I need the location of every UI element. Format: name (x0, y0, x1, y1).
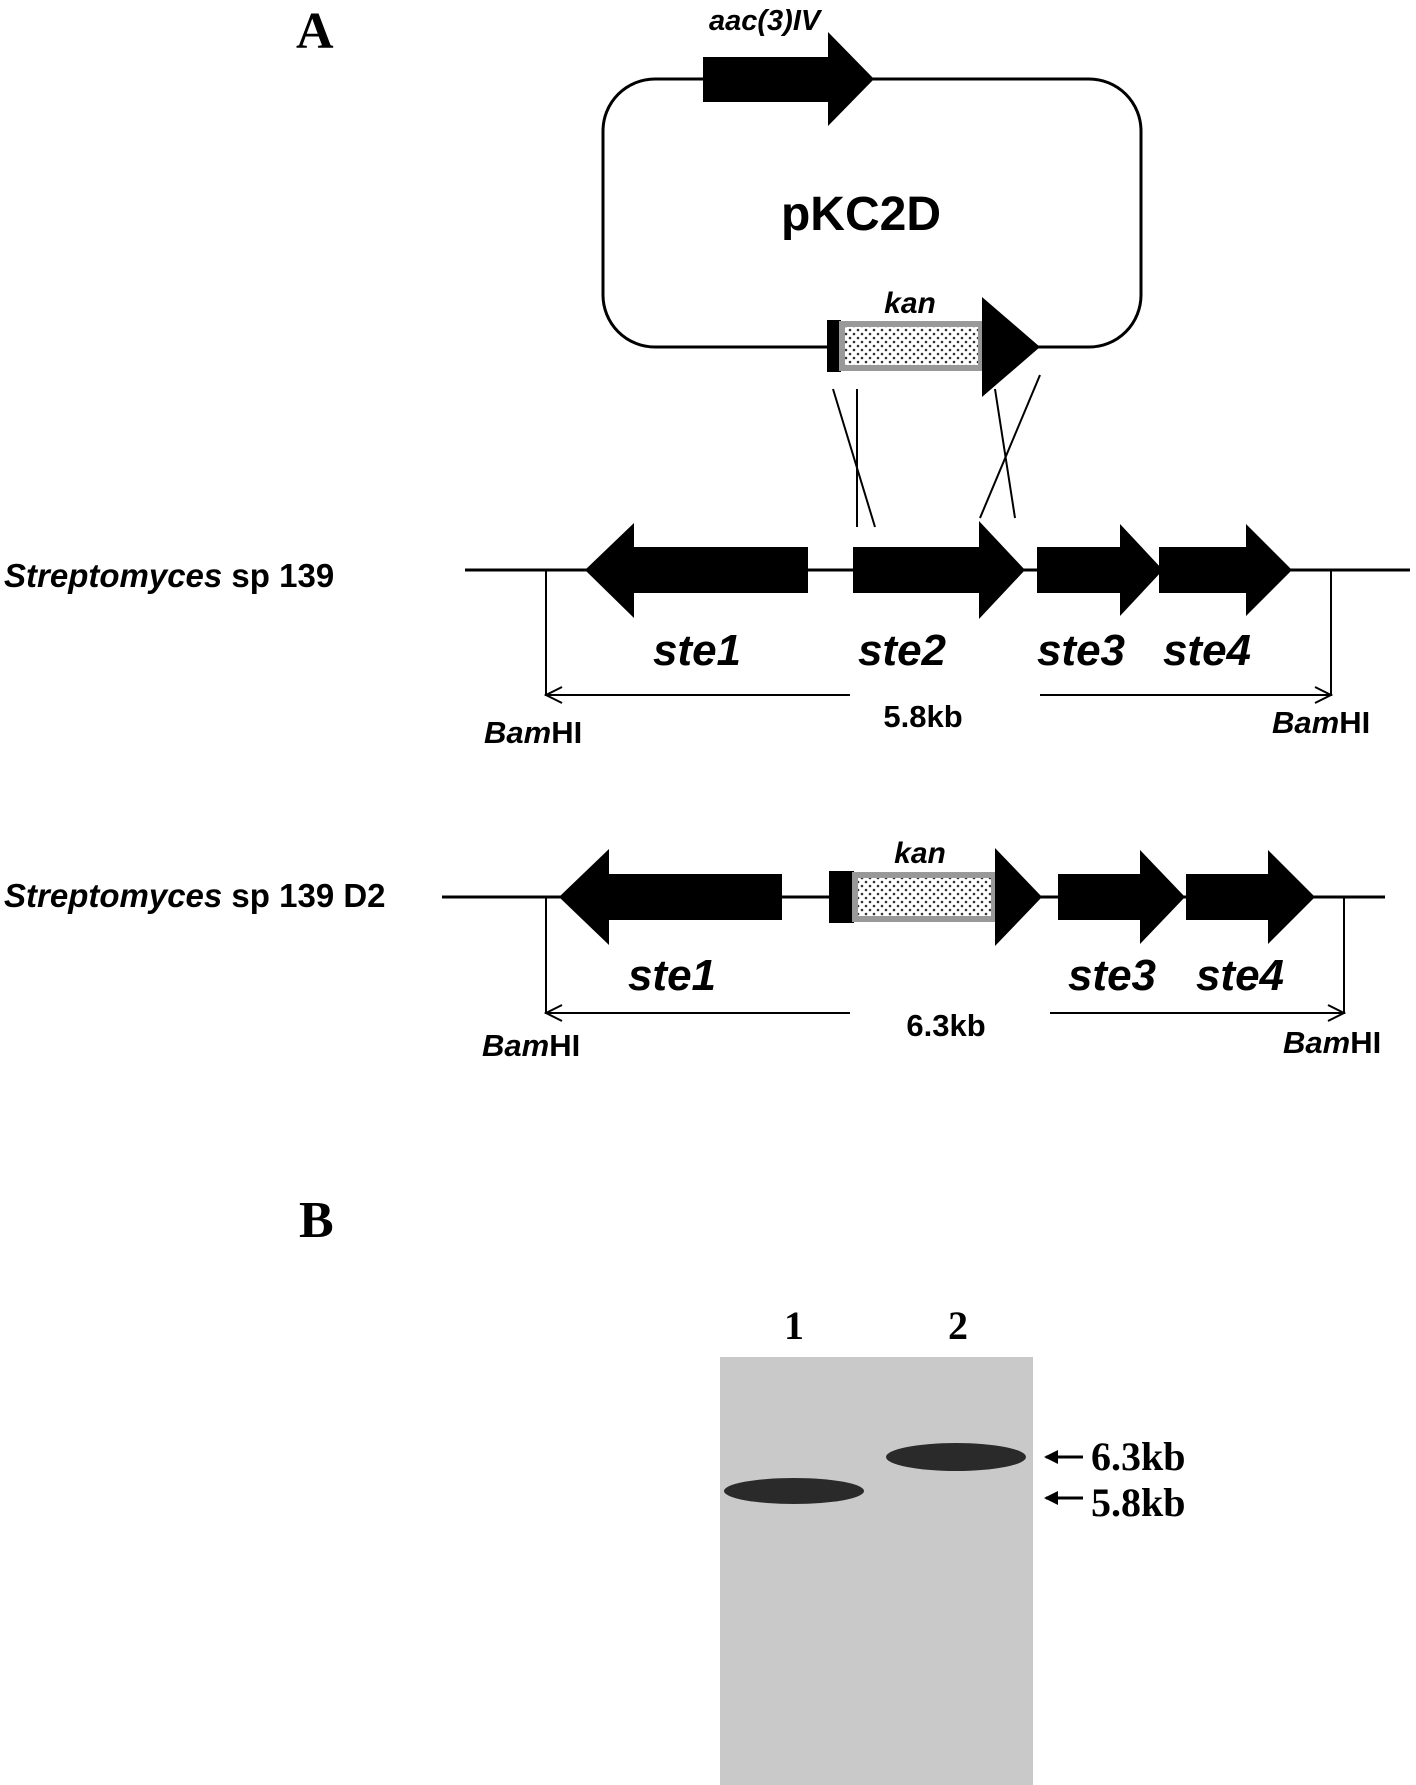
ste2-gene-arrow (853, 521, 1025, 619)
ste4-label: ste4 (1163, 626, 1251, 675)
recombination-crossovers (832, 374, 1041, 528)
wild-type-fragment-right-arrowhead (1314, 686, 1334, 704)
mutant-bamhi-right-italic: Bam (1283, 1025, 1350, 1060)
crossover-right-b (979, 374, 1041, 519)
mutant-fragment-size: 6.3kb (906, 1008, 985, 1043)
panel-a-letter: A (296, 3, 334, 60)
plasmid-name: pKC2D (781, 188, 941, 241)
kan-cassette-left-end (827, 320, 841, 372)
ste1-gene-arrow (585, 523, 808, 618)
mutant-strain-label: Streptomyces sp 139 D2 (4, 877, 386, 914)
lane-1-label: 1 (784, 1303, 804, 1348)
wild-type-bamhi-right-rest: HI (1339, 705, 1370, 740)
mutant-bamhi-left-italic: Bam (482, 1028, 549, 1063)
mutant-bamhi-right-rest: HI (1350, 1025, 1381, 1060)
wild-type-fragment-left-arrowhead (543, 686, 563, 704)
mutant-bamhi-left: BamHI (482, 1028, 580, 1063)
wild-type-locus: Streptomyces sp 139 ste1 ste2 ste3 ste4 … (4, 521, 1410, 750)
wild-type-bamhi-right: BamHI (1272, 705, 1370, 740)
kan-cassette-arrowhead (982, 297, 1040, 397)
lane-1-band (724, 1478, 864, 1504)
marker-6-3kb-arrowhead (1044, 1450, 1058, 1464)
kan-cassette (839, 321, 984, 371)
mutant-fragment-right-arrowhead (1327, 1004, 1347, 1022)
mutant-locus: Streptomyces sp 139 D2 kan ste1 ste3 ste… (4, 837, 1385, 1063)
mutant-kan-label: kan (894, 837, 946, 870)
mutant-ste1-label: ste1 (628, 951, 716, 1000)
mutant-bamhi-right: BamHI (1283, 1025, 1381, 1060)
aac3iv-gene-label: aac(3)IV (709, 5, 823, 37)
mutant-kan-arrowhead (995, 848, 1042, 946)
ste1-label: ste1 (653, 626, 741, 675)
mutant-kan-left-end (829, 871, 854, 923)
plasmid-map: aac(3)IV pKC2D kan (601, 5, 1143, 397)
mutant-strain-italic: Streptomyces (4, 877, 222, 914)
marker-6-3kb-label: 6.3kb (1091, 1434, 1186, 1479)
wild-type-bamhi-left-italic: Bam (484, 715, 551, 750)
ste4-gene-arrow (1159, 524, 1292, 616)
panel-b: B 1 2 6.3kb 5.8kb (299, 1192, 1186, 1785)
aac3iv-gene-arrow (703, 32, 874, 126)
mutant-fragment-left-arrowhead (543, 1004, 563, 1022)
wild-type-strain-label: Streptomyces sp 139 (4, 557, 334, 594)
mutant-strain-rest: sp 139 D2 (222, 877, 385, 914)
mutant-ste3-label: ste3 (1068, 951, 1156, 1000)
lane-2-label: 2 (948, 1303, 968, 1348)
crossover-left-a (832, 388, 876, 528)
southern-blot-gel (720, 1357, 1033, 1785)
marker-5-8kb-label: 5.8kb (1091, 1480, 1186, 1525)
mutant-ste3-gene-arrow (1058, 850, 1185, 944)
crossover-right-a (994, 388, 1016, 519)
mutant-ste4-label: ste4 (1196, 951, 1284, 1000)
wild-type-strain-rest: sp 139 (222, 557, 334, 594)
panel-b-letter: B (299, 1192, 334, 1249)
mutant-bamhi-left-rest: HI (549, 1028, 580, 1063)
mutant-ste4-gene-arrow (1186, 850, 1315, 944)
kan-label-plasmid: kan (884, 287, 936, 320)
wild-type-fragment-size: 5.8kb (883, 699, 962, 734)
mutant-ste1-gene-arrow (559, 849, 782, 945)
ste2-label: ste2 (858, 626, 947, 675)
marker-5-8kb-arrowhead (1044, 1491, 1058, 1505)
wild-type-bamhi-left-rest: HI (551, 715, 582, 750)
lane-2-band (886, 1443, 1026, 1471)
wild-type-bamhi-right-italic: Bam (1272, 705, 1339, 740)
panel-a: A aac(3)IV pKC2D kan Streptomyces sp 139 (4, 3, 1410, 1063)
ste3-gene-arrow (1037, 524, 1163, 616)
ste3-label: ste3 (1037, 626, 1125, 675)
mutant-kan-cassette (852, 872, 997, 922)
wild-type-strain-italic: Streptomyces (4, 557, 222, 594)
wild-type-bamhi-left: BamHI (484, 715, 582, 750)
